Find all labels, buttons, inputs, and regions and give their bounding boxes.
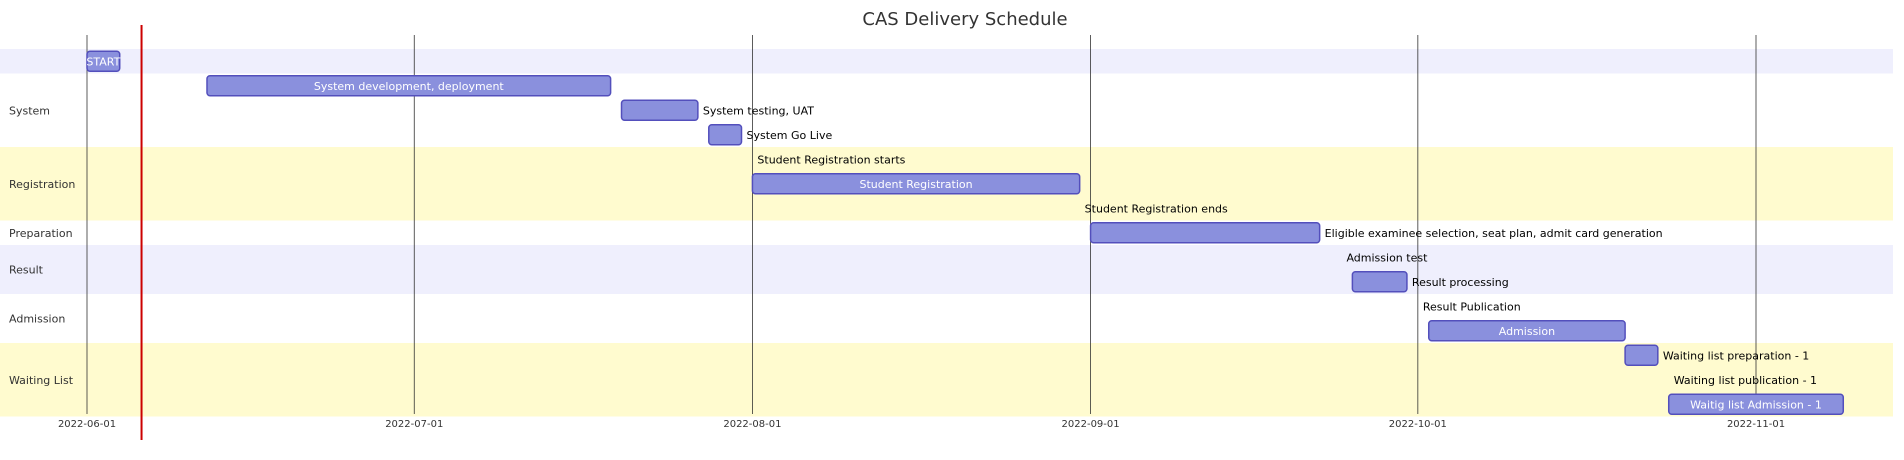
tick-label: 2022-11-01 xyxy=(1727,419,1785,430)
section-label: Admission xyxy=(9,313,65,326)
x-axis: 2022-06-01 2022-07-01 2022-08-01 2022-09-01… xyxy=(58,419,1785,430)
task-label: START xyxy=(86,55,120,68)
task-label: Student Registration xyxy=(859,178,972,191)
section-labels: SystemRegistrationPreparationResultAdmis… xyxy=(9,104,75,387)
task-bar xyxy=(1427,320,1626,342)
section-band xyxy=(0,220,1893,245)
section-band xyxy=(0,49,1893,74)
task-label: Admission xyxy=(1499,325,1555,338)
section-band xyxy=(0,343,1893,417)
section-label: Registration xyxy=(9,178,75,191)
section-bands xyxy=(0,49,1893,417)
task-bar xyxy=(751,173,1081,195)
task-bar xyxy=(1667,393,1845,415)
tick-label: 2022-08-01 xyxy=(723,419,781,430)
task-bar xyxy=(1351,271,1408,293)
task-label: Student Registration ends xyxy=(1085,202,1228,215)
section-label: System xyxy=(9,104,50,117)
chart-title: CAS Delivery Schedule xyxy=(862,9,1067,30)
tick-label: 2022-06-01 xyxy=(58,419,116,430)
tick-label: 2022-09-01 xyxy=(1062,419,1120,430)
task-label: System Go Live xyxy=(747,129,833,142)
section-label: Waiting List xyxy=(9,374,74,387)
task-label: Waiting list preparation - 1 xyxy=(1663,349,1810,362)
section-label: Preparation xyxy=(9,227,73,240)
task-label: Student Registration starts xyxy=(757,153,905,166)
task-bar xyxy=(1089,222,1321,244)
task-label: Result processing xyxy=(1412,276,1509,289)
task-bar xyxy=(206,75,612,97)
task-label: Waitig list Admission - 1 xyxy=(1690,398,1822,411)
task-bar xyxy=(708,124,743,146)
tick-label: 2022-07-01 xyxy=(385,419,443,430)
task-bar xyxy=(86,50,121,72)
task-bar xyxy=(1624,344,1659,366)
task-label: Result Publication xyxy=(1423,300,1521,313)
task-label: Waiting list publication - 1 xyxy=(1674,374,1817,387)
tick-label: 2022-10-01 xyxy=(1389,419,1447,430)
section-label: Result xyxy=(9,264,44,277)
task-label: Eligible examinee selection, seat plan, … xyxy=(1325,227,1663,240)
task-label: Admission test xyxy=(1346,251,1428,264)
task-label: System development, deployment xyxy=(314,80,505,93)
section-band xyxy=(0,245,1893,294)
task-label: System testing, UAT xyxy=(703,104,814,117)
task-bar xyxy=(620,99,699,121)
task-bars: START System development, deploymentSyste… xyxy=(86,50,1845,415)
